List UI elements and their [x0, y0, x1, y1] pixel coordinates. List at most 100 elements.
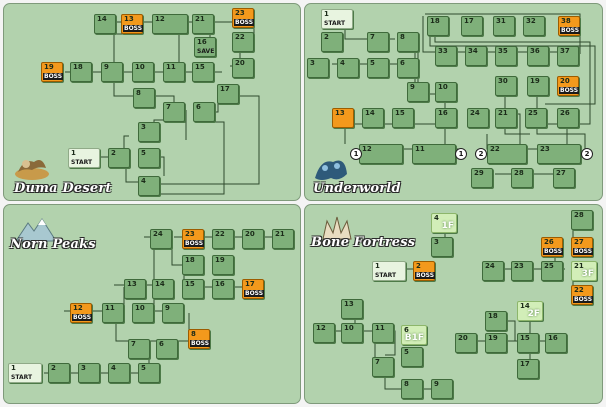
map-node[interactable]: 12	[313, 323, 335, 343]
map-node[interactable]: 5	[138, 363, 160, 383]
map-node[interactable]: 10	[132, 303, 154, 323]
map-node[interactable]: 18	[70, 62, 92, 82]
map-node[interactable]: 3	[138, 122, 160, 142]
map-node[interactable]: 15	[392, 108, 414, 128]
map-node[interactable]: 25	[541, 261, 563, 281]
map-node[interactable]: 10	[435, 82, 457, 102]
map-node[interactable]: 18	[427, 16, 449, 36]
map-node[interactable]: 7	[367, 32, 389, 52]
map-node[interactable]: 19	[485, 333, 507, 353]
map-node[interactable]: 19	[212, 255, 234, 275]
map-node[interactable]: 10	[341, 323, 363, 343]
map-node[interactable]: 14	[152, 279, 174, 299]
map-node[interactable]: 12	[359, 144, 403, 164]
map-node[interactable]: 18	[485, 311, 507, 331]
map-node[interactable]: 8	[401, 379, 423, 399]
map-node[interactable]: 12	[152, 14, 188, 34]
map-node[interactable]: 25	[525, 108, 547, 128]
map-node[interactable]: 9	[407, 82, 429, 102]
map-node[interactable]: 20	[455, 333, 477, 353]
map-node[interactable]: 34	[465, 46, 487, 66]
map-node[interactable]: 33	[435, 46, 457, 66]
map-node[interactable]: 11	[372, 323, 394, 343]
warp-marker[interactable]: 2	[581, 148, 593, 160]
map-node[interactable]: 11	[412, 144, 456, 164]
map-node[interactable]: 4	[138, 176, 160, 196]
map-node[interactable]: 24	[150, 229, 172, 249]
map-node[interactable]: 36	[527, 46, 549, 66]
map-node[interactable]: 20	[242, 229, 264, 249]
map-node[interactable]: 20	[232, 58, 254, 78]
map-node[interactable]: 11	[163, 62, 185, 82]
map-node[interactable]: 15	[182, 279, 204, 299]
map-node[interactable]: 28	[511, 168, 533, 188]
map-node[interactable]: 37	[557, 46, 579, 66]
map-node[interactable]: 10	[132, 62, 154, 82]
map-node[interactable]: 22	[487, 144, 527, 164]
map-node[interactable]: 2	[321, 32, 343, 52]
map-node[interactable]: 17	[461, 16, 483, 36]
map-node[interactable]: 18	[182, 255, 204, 275]
warp-marker[interactable]: 1	[350, 148, 362, 160]
map-node[interactable]: 23	[511, 261, 533, 281]
map-node[interactable]: 3	[307, 58, 329, 78]
map-node[interactable]: 17	[517, 359, 539, 379]
map-node[interactable]: 3	[78, 363, 100, 383]
map-node-boss[interactable]: 13	[332, 108, 354, 128]
map-node[interactable]: 5	[138, 148, 160, 168]
map-node[interactable]: 26	[557, 108, 579, 128]
map-node[interactable]: 21	[192, 14, 214, 34]
map-node[interactable]: 5	[401, 347, 423, 367]
map-node[interactable]: 27	[553, 168, 575, 188]
map-node[interactable]: 9	[101, 62, 123, 82]
map-node[interactable]: 30	[495, 76, 517, 96]
map-node[interactable]: 13	[341, 299, 363, 319]
map-node[interactable]: 21	[495, 108, 517, 128]
warp-marker[interactable]: 1	[455, 148, 467, 160]
map-node[interactable]: 22	[232, 32, 254, 52]
map-node[interactable]: 15	[192, 62, 214, 82]
map-node[interactable]: 7	[163, 102, 185, 122]
map-node[interactable]: 14	[94, 14, 116, 34]
map-node[interactable]: 8	[133, 88, 155, 108]
map-node[interactable]: 11	[102, 303, 124, 323]
map-node[interactable]: 7	[128, 339, 150, 359]
map-node[interactable]: 9	[162, 303, 184, 323]
map-node[interactable]: 19	[527, 76, 549, 96]
map-node[interactable]: 6	[193, 102, 215, 122]
map-node[interactable]: 16	[435, 108, 457, 128]
map-node[interactable]: 17	[217, 84, 239, 104]
map-node[interactable]: 21	[272, 229, 294, 249]
map-node[interactable]: 35	[495, 46, 517, 66]
map-node[interactable]: 22	[212, 229, 234, 249]
map-node[interactable]: 28	[571, 210, 593, 230]
map-node[interactable]: 2	[108, 148, 130, 168]
map-node[interactable]: 29	[471, 168, 493, 188]
map-node[interactable]: 14	[362, 108, 384, 128]
map-node[interactable]: 15	[517, 333, 539, 353]
map-node[interactable]: 5	[367, 58, 389, 78]
map-node[interactable]: 16	[545, 333, 567, 353]
map-node[interactable]: 4	[108, 363, 130, 383]
map-node[interactable]: 24	[482, 261, 504, 281]
map-node[interactable]: 7	[372, 357, 394, 377]
map-node[interactable]: 23	[537, 144, 581, 164]
map-node[interactable]: 24	[467, 108, 489, 128]
